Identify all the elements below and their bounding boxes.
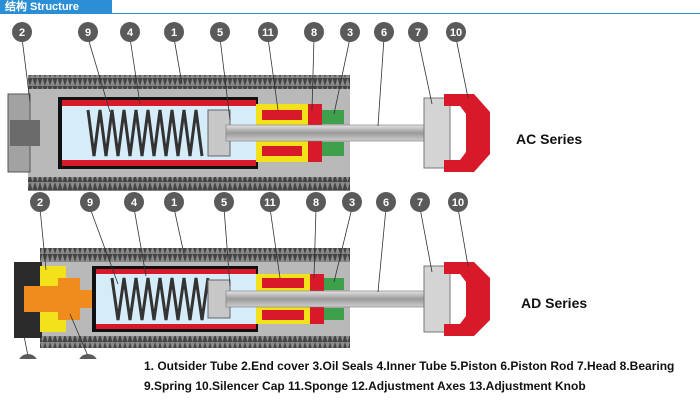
svg-text:1: 1 bbox=[171, 197, 177, 209]
structure-diagram: 2 9 4 1 5 11 8 3 6 7 10 2 9 4 1 5 11 8 3… bbox=[7, 22, 490, 359]
svg-text:3: 3 bbox=[349, 197, 355, 209]
callout-ad-4: 4 bbox=[124, 192, 144, 212]
ac-head bbox=[423, 97, 451, 169]
ac-adjust-screw bbox=[10, 120, 40, 146]
svg-text:6: 6 bbox=[383, 197, 389, 209]
callout-ac-2: 2 bbox=[12, 22, 32, 42]
ad-outer-tube-top bbox=[40, 248, 350, 262]
section-header: 结构 Structure bbox=[0, 0, 700, 14]
header-bar: 结构 Structure bbox=[0, 0, 112, 14]
callout-ad-9: 9 bbox=[80, 192, 100, 212]
header-rule bbox=[112, 13, 700, 14]
svg-text:9: 9 bbox=[87, 197, 93, 209]
svg-text:4: 4 bbox=[131, 197, 138, 209]
callout-ac-1: 1 bbox=[164, 22, 184, 42]
callout-ac-8: 8 bbox=[304, 22, 324, 42]
svg-text:2: 2 bbox=[37, 197, 43, 209]
svg-text:10: 10 bbox=[450, 27, 462, 39]
svg-text:3: 3 bbox=[347, 27, 353, 39]
ad-silencer-cap bbox=[444, 262, 490, 336]
ad-adjustment-axes bbox=[24, 278, 96, 320]
callout-ac-9: 9 bbox=[78, 22, 98, 42]
svg-text:11: 11 bbox=[264, 197, 276, 209]
callout-ad-13: 13 bbox=[19, 354, 37, 359]
ac-shock-absorber bbox=[7, 75, 490, 191]
svg-text:1: 1 bbox=[171, 27, 177, 39]
svg-text:10: 10 bbox=[452, 197, 464, 209]
ad-oil-seal-top bbox=[324, 278, 344, 290]
callouts: 2 9 4 1 5 11 8 3 6 7 10 2 9 4 1 5 11 8 3… bbox=[12, 22, 468, 359]
ad-piston-rod bbox=[225, 290, 431, 308]
callout-ad-10: 10 bbox=[448, 192, 468, 212]
svg-text:2: 2 bbox=[19, 27, 25, 39]
svg-text:6: 6 bbox=[381, 27, 387, 39]
ad-head bbox=[423, 265, 451, 333]
ac-outer-tube-top bbox=[28, 75, 350, 89]
callout-ad-2: 2 bbox=[30, 192, 50, 212]
ac-outer-tube-bottom bbox=[28, 177, 350, 191]
leader-lines bbox=[21, 37, 469, 357]
header-title: 结构 Structure bbox=[5, 1, 79, 13]
ad-outer-tube-bottom bbox=[40, 336, 350, 348]
callout-ad-5: 5 bbox=[214, 192, 234, 212]
callout-ac-7: 7 bbox=[408, 22, 428, 42]
callout-ac-4: 4 bbox=[120, 22, 140, 42]
svg-text:8: 8 bbox=[311, 27, 317, 39]
svg-text:11: 11 bbox=[262, 27, 274, 39]
svg-text:5: 5 bbox=[221, 197, 227, 209]
ac-series-label: AC Series bbox=[516, 131, 583, 147]
callout-ad-7: 7 bbox=[410, 192, 430, 212]
ac-silencer-cap bbox=[444, 94, 490, 172]
ac-oil-seal-top bbox=[322, 110, 344, 124]
callout-ac-10: 10 bbox=[446, 22, 466, 42]
ad-shock-absorber bbox=[14, 248, 490, 348]
callout-ac-11: 11 bbox=[258, 22, 278, 42]
ad-spring bbox=[110, 277, 210, 321]
callout-ac-3: 3 bbox=[340, 22, 360, 42]
ad-oil-seal-bottom bbox=[324, 308, 344, 320]
callout-ad-8: 8 bbox=[306, 192, 326, 212]
parts-legend: 1. Outsider Tube 2.End cover 3.Oil Seals… bbox=[144, 356, 674, 396]
callout-ad-11: 11 bbox=[260, 192, 280, 212]
callout-ad-12: 12 bbox=[79, 354, 97, 359]
svg-text:5: 5 bbox=[217, 27, 223, 39]
ac-spring bbox=[86, 109, 204, 157]
callout-ac-5: 5 bbox=[210, 22, 230, 42]
svg-text:4: 4 bbox=[127, 27, 134, 39]
svg-text:9: 9 bbox=[85, 27, 91, 39]
callout-ac-6: 6 bbox=[374, 22, 394, 42]
svg-text:7: 7 bbox=[417, 197, 423, 209]
callout-ad-3: 3 bbox=[342, 192, 362, 212]
svg-text:8: 8 bbox=[313, 197, 319, 209]
callout-ad-1: 1 bbox=[164, 192, 184, 212]
legend-line-2: 9.Spring 10.Silencer Cap 11.Sponge 12.Ad… bbox=[144, 379, 586, 393]
svg-text:7: 7 bbox=[415, 27, 421, 39]
legend-line-1: 1. Outsider Tube 2.End cover 3.Oil Seals… bbox=[144, 359, 675, 373]
ac-oil-seal-bottom bbox=[322, 142, 344, 156]
ac-piston-rod bbox=[225, 124, 431, 142]
ad-series-label: AD Series bbox=[521, 295, 588, 311]
callout-ad-6: 6 bbox=[376, 192, 396, 212]
